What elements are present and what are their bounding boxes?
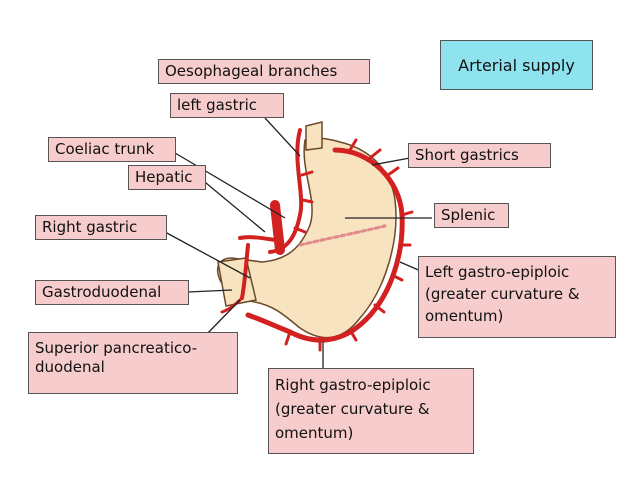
label-superior-pancreaticoduodenal-line2: duodenal [35,358,105,376]
leader-lines [164,117,432,370]
arteries [220,128,414,352]
label-left-gastro-epiploic-line1: Left gastro-epiploic [425,263,570,281]
label-coeliac-trunk: Coeliac trunk [48,137,176,162]
label-gastroduodenal: Gastroduodenal [35,280,189,305]
label-hepatic: Hepatic [128,165,206,190]
label-left-gastro-epiploic: Left gastro-epiploic (greater curvature … [418,256,616,338]
label-right-gastro-epiploic-line1: Right gastro-epiploic [275,376,431,394]
oesophagus [305,121,323,151]
label-right-gastro-epiploic-line3: omentum) [275,424,354,442]
label-superior-pancreaticoduodenal: Superior pancreatico- duodenal [28,332,238,394]
label-left-gastro-epiploic-line2: (greater curvature & [425,285,580,303]
label-superior-pancreaticoduodenal-line1: Superior pancreatico- [35,339,198,357]
label-left-gastro-epiploic-line3: omentum) [425,307,504,325]
label-short-gastrics: Short gastrics [408,143,551,168]
label-right-gastric: Right gastric [35,215,167,240]
label-right-gastro-epiploic-line2: (greater curvature & [275,400,430,418]
label-right-gastro-epiploic: Right gastro-epiploic (greater curvature… [268,368,474,454]
label-splenic: Splenic [434,203,509,228]
diagram-title: Arterial supply [440,40,593,90]
label-oesophageal-branches: Oesophageal branches [158,59,370,84]
label-left-gastric: left gastric [170,93,284,118]
